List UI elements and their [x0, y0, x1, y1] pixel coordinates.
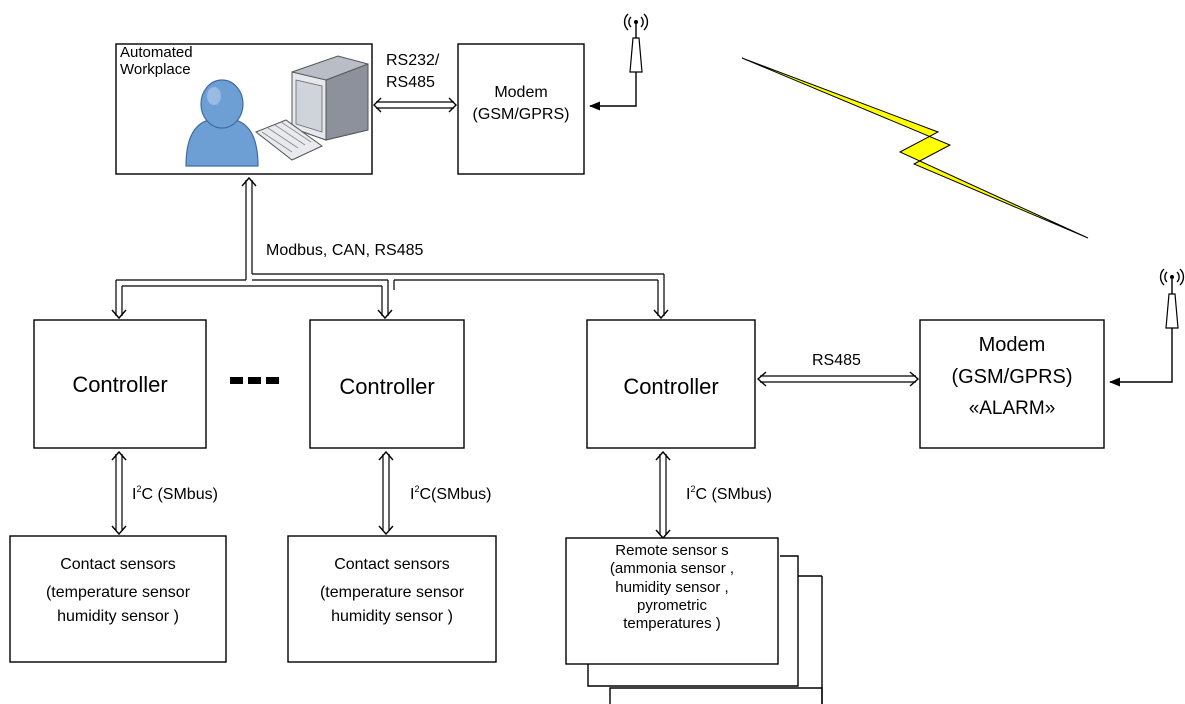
i2c-label-1: I2C (SMbus) — [132, 484, 218, 503]
person-icon — [185, 79, 259, 167]
controller-label-1: Controller — [72, 372, 168, 397]
sensors-remote-stack — [565, 537, 823, 704]
sensors-remote-line3: humidity sensor , — [615, 578, 729, 596]
lightning-icon — [741, 57, 1089, 239]
sensors-contact-box-1 — [9, 535, 227, 663]
rs232-label-line1: RS232/ — [386, 52, 440, 69]
antenna-link-top — [588, 72, 637, 111]
antenna-icon-alarm — [1159, 268, 1185, 329]
rs232-link — [373, 97, 457, 113]
modem-alarm-label: Modem (GSM/GPRS) «ALARM» — [920, 334, 1104, 420]
modem-top-line2: (GSM/GPRS) — [472, 106, 570, 124]
bus-label: Modbus, CAN, RS485 — [266, 242, 424, 259]
sensors-contact-2-line1: Contact sensors — [334, 556, 450, 573]
sensors-contact-2-line3: humidity sensor ) — [331, 607, 453, 625]
workplace-title-line2: Workplace — [120, 61, 191, 79]
sensors-remote-line4: pyrometric — [636, 596, 707, 614]
main-bus — [111, 176, 669, 320]
i2c-link-3 — [655, 450, 671, 540]
rs485-link — [756, 371, 920, 387]
sensors-contact-label-2: Contact sensors (temperature sensor humi… — [288, 556, 496, 626]
modem-top-box — [457, 43, 585, 175]
keyboard-icon — [255, 119, 323, 161]
sensors-contact-1-line3: humidity sensor ) — [57, 607, 179, 625]
ellipsis-icon — [230, 377, 279, 384]
sensors-contact-box-2 — [287, 535, 497, 663]
modem-top-line1: Modem — [494, 84, 548, 101]
antenna-link-alarm — [1108, 328, 1173, 387]
modem-alarm-box — [919, 319, 1105, 449]
sensors-contact-1-line2: (temperature sensor — [45, 584, 191, 602]
computer-icon — [291, 55, 369, 141]
sensors-contact-1-line1: Contact sensors — [60, 556, 176, 573]
modem-alarm-line1: Modem — [978, 334, 1046, 356]
sensors-contact-label-1: Contact sensors (temperature sensor humi… — [10, 556, 226, 626]
i2c-label-2: I2C(SMbus) — [410, 484, 492, 503]
sensors-remote-line2: (ammonia sensor , — [609, 560, 735, 578]
controller-label-2: Controller — [339, 374, 435, 399]
antenna-icon — [623, 13, 649, 73]
sensors-contact-2-line2: (temperature sensor — [319, 584, 465, 602]
controller-box-1 — [33, 319, 207, 449]
sensors-remote-label: Remote sensor s (ammonia sensor , humidi… — [566, 542, 778, 633]
i2c-link-1 — [111, 450, 127, 536]
i2c-label-3: I2C (SMbus) — [686, 484, 772, 503]
i2c-link-2 — [378, 450, 394, 536]
rs232-label: RS232/ RS485 — [386, 52, 439, 93]
controller-box-3 — [586, 319, 756, 449]
controller-box-2 — [309, 319, 465, 449]
modem-top-label: Modem (GSM/GPRS) — [458, 84, 584, 125]
rs232-label-line2: RS485 — [386, 74, 435, 92]
workplace-title: Automated Workplace — [120, 44, 193, 79]
modem-alarm-line3: «ALARM» — [968, 398, 1056, 419]
workplace-title-line1: Automated — [120, 44, 193, 61]
rs485-label: RS485 — [812, 352, 861, 369]
controller-label-3: Controller — [623, 374, 719, 399]
sensors-remote-box — [565, 537, 779, 665]
sensors-remote-line5: temperatures ) — [623, 615, 721, 633]
modem-alarm-line2: (GSM/GPRS) — [951, 366, 1073, 388]
sensors-remote-line1: Remote sensor s — [615, 542, 729, 559]
